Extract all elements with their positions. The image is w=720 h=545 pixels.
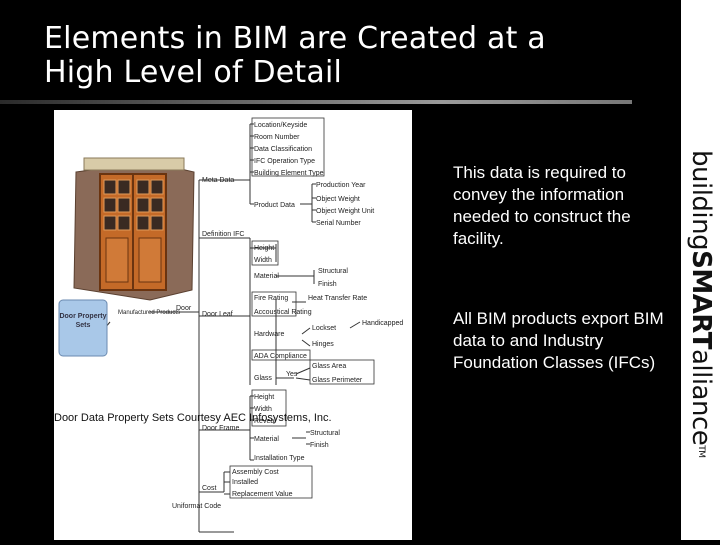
leaf-yes: Yes <box>286 371 298 378</box>
diagram-canvas: Door Property Sets Manufactured Products… <box>58 117 403 533</box>
diagram-connectors <box>104 123 361 533</box>
leaf-fire-rating: Fire Rating <box>254 295 288 302</box>
slide-title: Elements in BIM are Created at a High Le… <box>44 22 664 90</box>
building-smart-alliance-logo: buildingSMARTallianceTM <box>686 150 716 458</box>
figure-caption: Door Data Property Sets Courtesy AEC Inf… <box>54 412 332 424</box>
leaf-material: Material <box>254 273 279 280</box>
frame-width: Width <box>254 406 272 413</box>
product-data-label: Product Data <box>254 202 295 209</box>
cost-item: Assembly Cost <box>232 469 279 476</box>
frame-structural: Structural <box>310 430 340 437</box>
leaf-glass: Glass <box>254 375 272 382</box>
frame-reveal: Reveal <box>254 418 276 425</box>
description-paragraph: This data is required to convey the info… <box>453 163 631 248</box>
brand-band <box>681 0 720 540</box>
leaf-ada: ADA Compliance <box>254 353 307 360</box>
leaf-height: Height <box>254 245 274 252</box>
door-property-diagram: Door Property Sets Manufactured Products… <box>54 110 412 540</box>
uniformat-label: Uniformat Code <box>172 503 221 510</box>
product-item: Production Year <box>316 182 366 189</box>
cost-label: Cost <box>202 485 216 492</box>
leaf-width: Width <box>254 257 272 264</box>
product-item: Serial Number <box>316 220 361 227</box>
definition-ifc-label: Definition IFC <box>202 231 244 238</box>
door-leaf-label: Door Leaf <box>202 311 233 318</box>
door-illustration <box>73 157 195 301</box>
meta-item: Room Number <box>254 134 300 141</box>
door-frame-label: Door Frame <box>202 425 239 432</box>
leaf-hinges: Hinges <box>312 341 334 348</box>
slide-title-line1: Elements in BIM are Created at a <box>44 21 546 56</box>
brand-prefix: building <box>686 150 716 251</box>
leaf-acoustical: Accoustical Rating <box>254 309 312 316</box>
leaf-finish: Finish <box>318 281 337 288</box>
manufactured-label: Manufactured Products <box>118 310 180 316</box>
root-node: Door Property Sets <box>58 299 108 357</box>
cost-item: Installed <box>232 479 258 486</box>
leaf-locksets: Lockset <box>312 325 336 332</box>
meta-item: IFC Operation Type <box>254 158 315 165</box>
leaf-glass-area: Glass Area <box>312 363 346 370</box>
leaf-heat-transfer: Heat Transfer Rate <box>308 295 367 302</box>
leaf-handicapped: Handicapped <box>362 320 403 327</box>
ifc-paragraph: All BIM products export BIM data to and … <box>453 309 664 372</box>
meta-item: Data Classification <box>254 146 312 153</box>
frame-height: Height <box>254 394 274 401</box>
slide-title-line2: High Level of Detail <box>44 55 343 90</box>
meta-item: Building Element Type <box>254 170 324 177</box>
frame-finish: Finish <box>310 442 329 449</box>
leaf-glass-perimeter: Glass Perimeter <box>312 377 363 384</box>
meta-data-label: Meta Data <box>202 177 234 184</box>
frame-material: Material <box>254 436 279 443</box>
product-item: Object Weight <box>316 196 360 203</box>
frame-installation: Installation Type <box>254 455 305 462</box>
leaf-hardware: Hardware <box>254 331 284 338</box>
cost-item: Replacement Value <box>232 491 293 498</box>
trademark-mark: TM <box>696 445 706 458</box>
diagram-labels: Manufactured Products Door Meta Data Def… <box>118 122 403 510</box>
brand-suffix: alliance <box>686 348 716 446</box>
leaf-structural: Structural <box>318 268 348 275</box>
title-divider <box>0 100 632 104</box>
meta-item: Location/Keyside <box>254 122 307 129</box>
root-node-label: Door Property Sets <box>59 313 107 329</box>
door-label: Door <box>176 305 192 312</box>
brand-bold: SMART <box>686 250 716 349</box>
item-boxes <box>229 117 375 499</box>
product-item: Object Weight Unit <box>316 208 374 215</box>
